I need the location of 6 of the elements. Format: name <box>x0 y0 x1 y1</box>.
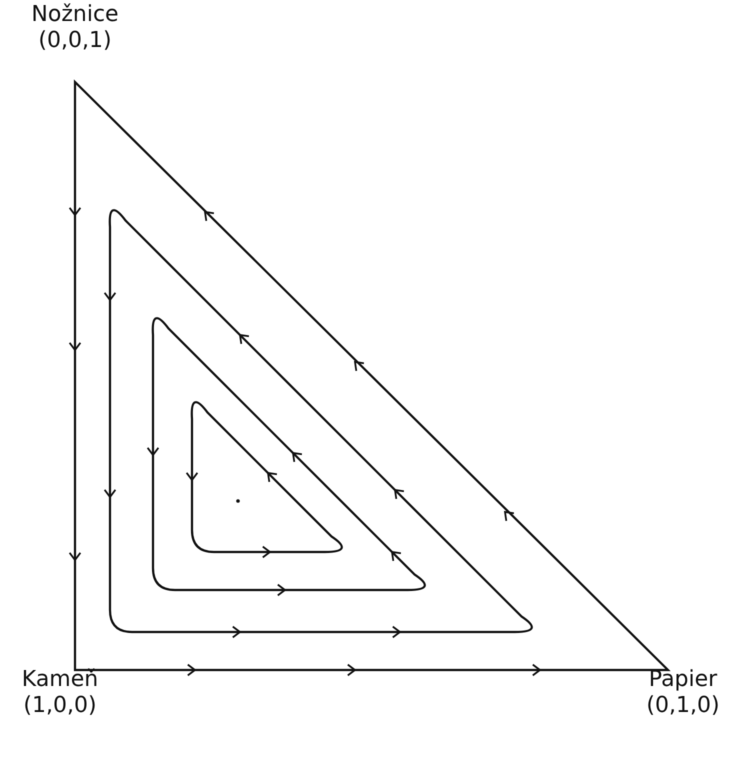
vertex-coordinates: (0,1,0) <box>646 693 720 719</box>
vertex-coordinates: (1,0,0) <box>23 693 97 719</box>
vertex-label: Papier <box>648 667 718 693</box>
vertex-coordinates: (0,0,1) <box>38 28 112 54</box>
vertex-label: Nožnice <box>31 2 119 28</box>
vertex-label: Kameň <box>22 667 98 693</box>
